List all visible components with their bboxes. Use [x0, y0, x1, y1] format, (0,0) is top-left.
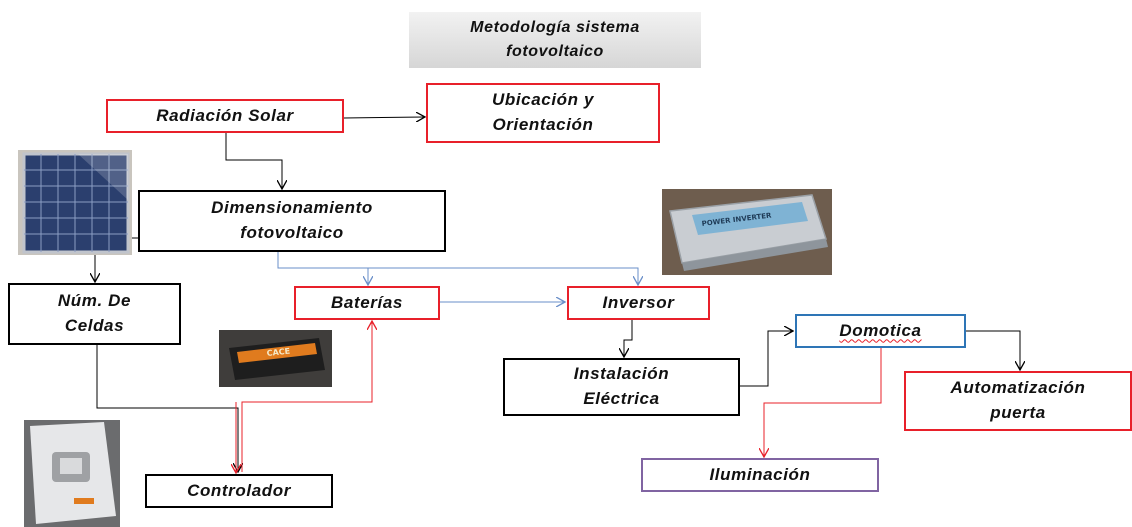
- battery-photo-label: CACE: [266, 347, 290, 358]
- diagram-title-line2: fotovoltaico: [506, 43, 604, 60]
- node-iluminacion-label: Iluminación: [709, 464, 811, 484]
- node-inversor-label: Inversor: [602, 292, 675, 312]
- node-num-celdas: Núm. De Celdas: [8, 283, 181, 345]
- arrow-dimensionamiento-baterias: [277, 252, 368, 284]
- node-domotica-label: Domotica: [839, 320, 922, 340]
- node-ubicacion-line2: Orientación: [492, 115, 594, 134]
- charge-controller-icon: [24, 420, 120, 527]
- node-dimensionamiento-line2: fotovoltaico: [240, 223, 344, 242]
- arrow-domotica-iluminacion: [764, 348, 882, 456]
- charge-controller-photo: [24, 420, 120, 527]
- node-radiacion-solar-label: Radiación Solar: [156, 105, 294, 125]
- node-instalacion-line1: Instalación: [573, 364, 670, 384]
- node-num-celdas-line2: Celdas: [64, 316, 125, 335]
- node-instalacion-line2: Eléctrica: [583, 389, 660, 408]
- battery-icon: CACE: [219, 330, 332, 387]
- node-inversor: Inversor: [567, 286, 710, 320]
- arrow-inversor-instalacion: [624, 320, 633, 356]
- solar-panel-photo: [18, 150, 132, 255]
- inverter-photo: POWER INVERTER: [662, 189, 832, 275]
- node-dimensionamiento-line1: Dimensionamiento: [211, 198, 373, 218]
- arrow-radiacion-ubicacion: [343, 117, 424, 118]
- arrow-instalacion-domotica: [740, 331, 792, 387]
- node-domotica: Domotica: [795, 314, 966, 348]
- node-radiacion-solar: Radiación Solar: [106, 99, 344, 133]
- node-baterias-label: Baterías: [331, 292, 403, 312]
- node-ubicacion-line1: Ubicación y: [491, 90, 595, 110]
- node-controlador-label: Controlador: [187, 480, 291, 500]
- node-dimensionamiento: Dimensionamiento fotovoltaico: [138, 190, 446, 252]
- node-automatizacion-line2: puerta: [990, 403, 1046, 422]
- node-baterias: Baterías: [294, 286, 440, 320]
- solar-panel-icon: [18, 150, 132, 255]
- node-ubicacion-orientacion: Ubicación y Orientación: [426, 83, 660, 143]
- diagram-title-line1: Metodología sistema: [470, 19, 640, 36]
- arrow-radiacion-dimensionamiento: [225, 132, 282, 188]
- node-controlador: Controlador: [145, 474, 333, 508]
- arrow-domotica-automatizacion: [966, 330, 1020, 369]
- node-num-celdas-line1: Núm. De: [57, 291, 132, 311]
- node-instalacion-electrica: Instalación Eléctrica: [503, 358, 740, 416]
- node-automatizacion-puerta: Automatización puerta: [904, 371, 1132, 431]
- node-automatizacion-line1: Automatización: [950, 378, 1086, 398]
- diagram-title: Metodología sistema fotovoltaico: [409, 12, 701, 68]
- node-iluminacion: Iluminación: [641, 458, 879, 492]
- arrow-dimensionamiento-inversor: [368, 267, 638, 284]
- inverter-icon: POWER INVERTER: [662, 189, 832, 275]
- arrow-celdas-controlador: [96, 345, 238, 471]
- battery-photo: CACE: [219, 330, 332, 387]
- arrow-controlador-baterias: [241, 322, 372, 472]
